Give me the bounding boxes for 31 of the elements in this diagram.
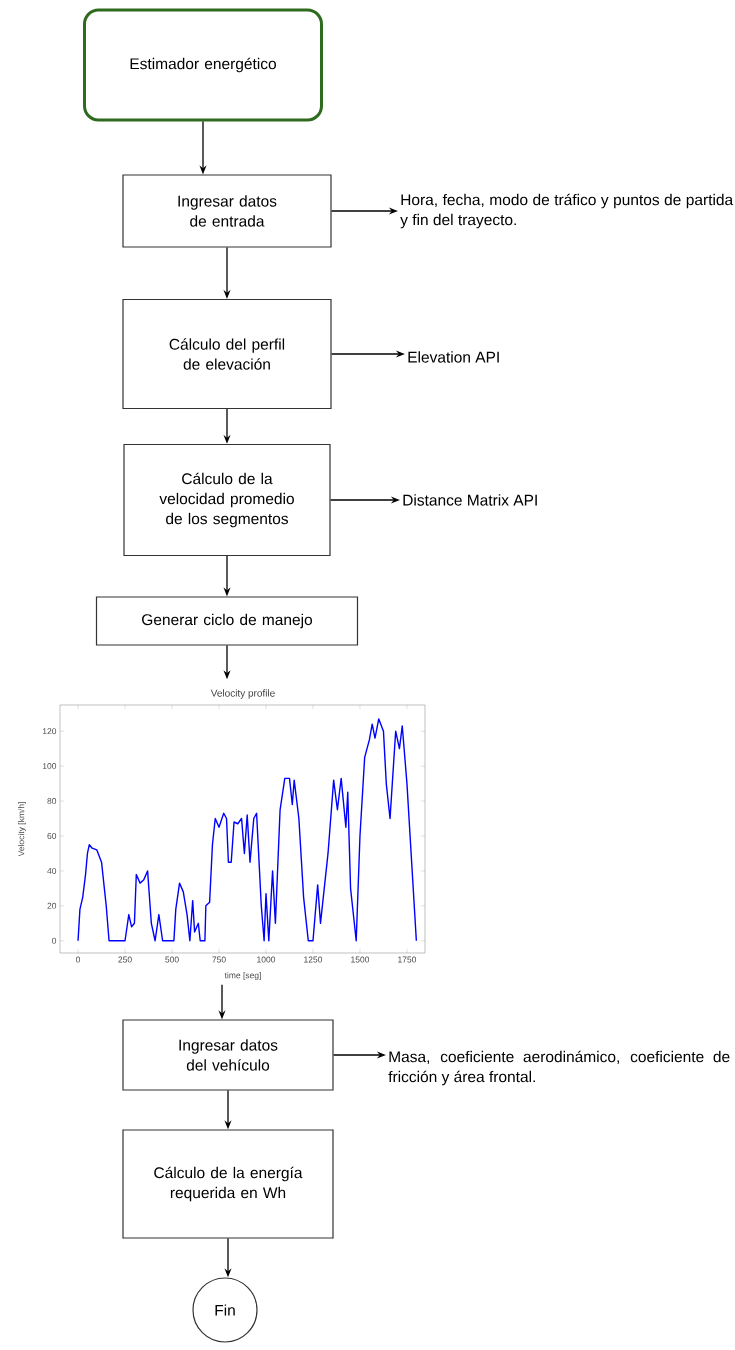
start-box: Estimador energético [83,8,323,122]
x-tick-label: 1750 [398,956,417,963]
line-chart: Velocity profile Velocity [km/h] 0 250 500 750 1000 1250 1500 1750 0 20 40 60 80 100 120 time [seg] [18,689,426,980]
x-tick-label: 1500 [351,956,370,963]
note-text: Masa, coeficiente aerodinámico, coeficiente de fricción y área frontal. [388,1050,730,1086]
note-text: Elevation API [408,351,499,363]
line-series [77,718,418,942]
process-box: Ingresar datos del vehículo [122,1019,334,1091]
y-tick-label: 20 [47,902,57,909]
x-tick-label: 0 [76,956,81,963]
x-tick-label: 1000 [257,956,276,963]
x-tick-label: 750 [212,956,226,963]
note-text: Distance Matrix API [403,494,537,506]
axis-label: Velocity [km/h] [18,802,26,857]
process-box: Cálculo de la velocidad promedio de los segmentos [123,443,331,557]
x-tick-label: 500 [165,956,179,963]
x-tick-label: 250 [118,956,132,963]
process-box: Generar ciclo de manejo [95,596,359,646]
process-box: Cálculo de la energía requerida en Wh [122,1129,334,1239]
x-tick-label: 1250 [304,956,323,963]
y-tick-label: 120 [42,728,57,735]
y-tick-label: 0 [52,937,57,944]
y-tick-label: 60 [47,832,57,839]
process-box: Ingresar datos de entrada [122,174,332,248]
y-tick-label: 100 [42,763,57,770]
y-tick-label: 40 [47,867,57,874]
axis-label: time [seg] [224,972,261,980]
y-tick-label: 80 [47,798,57,805]
note-text: Hora, fecha, modo de tráfico y puntos de partida y fin del trayecto. [400,193,734,229]
process-box: Cálculo del perfil de elevación [122,298,332,410]
chart-title: Velocity profile [210,689,275,699]
